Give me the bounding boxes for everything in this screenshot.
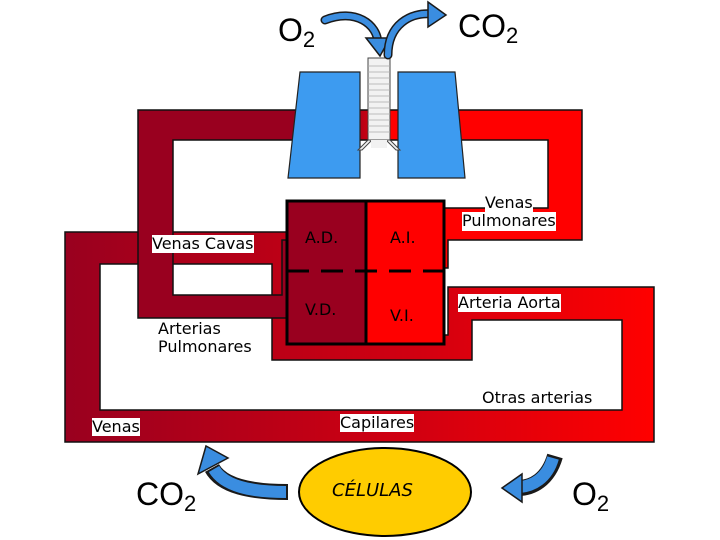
- right-lung: [287, 71, 361, 179]
- venas-cavas-label: Venas Cavas: [152, 234, 254, 254]
- venas-pulmonares-label: Venas Pulmonares: [462, 193, 556, 231]
- right-ventricle: [287, 271, 366, 344]
- left-atrium: [366, 201, 444, 271]
- right-atrium: [287, 201, 366, 271]
- venas-label: Venas: [92, 417, 140, 437]
- venas-pulmonares-line-1: Venas: [484, 193, 533, 213]
- left-lung: [397, 71, 466, 179]
- venas-pulmonares-line-2: Pulmonares: [462, 211, 556, 231]
- left-ventricle-label: V.I.: [390, 306, 414, 325]
- carbon-dioxide-label-bottom: CO2: [136, 476, 197, 516]
- otras-arterias-label: Otras arterias: [482, 388, 593, 408]
- right-atrium-label: A.D.: [305, 228, 339, 247]
- arterias-pulmonares-label: Arterias Pulmonares: [158, 319, 252, 357]
- arterias-pulmonares-line-2: Pulmonares: [158, 337, 252, 357]
- left-ventricle: [366, 271, 444, 344]
- oxygen-label-top: O2: [278, 12, 316, 52]
- right-ventricle-label: V.D.: [305, 300, 337, 319]
- curved-arrow-icon: [320, 11, 392, 58]
- capilares-label: Capilares: [340, 413, 415, 433]
- lungs: [287, 57, 466, 179]
- curved-arrow-icon: [196, 444, 289, 500]
- heart: [285, 199, 446, 346]
- trachea: [356, 57, 402, 151]
- carbon-dioxide-label-top: CO2: [458, 8, 519, 48]
- oxygen-label-bottom: O2: [572, 476, 610, 516]
- arteria-aorta-label: Arteria Aorta: [458, 293, 561, 313]
- curved-arrow-icon: [500, 453, 563, 504]
- left-atrium-label: A.I.: [390, 228, 416, 247]
- cells-ellipse: [298, 447, 472, 537]
- curved-arrow-icon: [383, 0, 448, 60]
- cells-label: CÉLULAS: [332, 480, 413, 501]
- arterias-pulmonares-line-1: Arterias: [158, 319, 221, 339]
